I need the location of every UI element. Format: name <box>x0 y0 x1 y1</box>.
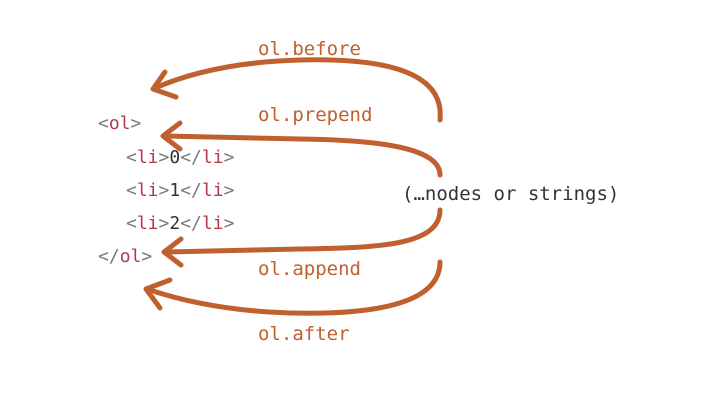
bracket: < <box>126 180 137 201</box>
arrow-after <box>147 259 443 316</box>
bracket: > <box>223 147 235 168</box>
label-after: ol.after <box>258 323 350 345</box>
ol-open-tag: <ol> <box>98 114 141 134</box>
bracket: > <box>158 180 170 201</box>
bracket: > <box>130 113 142 134</box>
tag-name: li <box>136 213 159 234</box>
bracket: < <box>98 113 109 134</box>
arrow-append-head <box>161 236 184 268</box>
arrow-prepend-head <box>160 120 183 152</box>
tag-name: li <box>201 147 224 168</box>
arrow-after-head <box>143 277 173 311</box>
tag-name: li <box>201 213 224 234</box>
tag-name: ol <box>119 246 142 267</box>
bracket: > <box>141 246 153 267</box>
ol-close-tag: </ol> <box>98 247 152 267</box>
tag-name: ol <box>108 113 131 134</box>
bracket: </ <box>180 147 202 168</box>
li-value: 0 <box>169 147 181 168</box>
bracket: > <box>158 213 170 234</box>
li-item-0: <li>0</li> <box>126 148 234 168</box>
li-item-2: <li>2</li> <box>126 214 234 234</box>
label-prepend: ol.prepend <box>258 104 373 126</box>
arrow-append <box>163 207 443 255</box>
arrow-prepend <box>162 133 443 178</box>
tag-name: li <box>136 147 159 168</box>
tag-name: li <box>201 180 224 201</box>
bracket: </ <box>98 246 120 267</box>
label-append: ol.append <box>258 258 361 280</box>
bracket: > <box>158 147 170 168</box>
li-item-1: <li>1</li> <box>126 181 234 201</box>
arrow-before-head <box>150 69 179 100</box>
label-before: ol.before <box>258 38 361 60</box>
li-value: 1 <box>169 180 181 201</box>
arrow-before <box>152 57 443 123</box>
tag-name: li <box>136 180 159 201</box>
bracket: < <box>126 213 137 234</box>
li-value: 2 <box>169 213 181 234</box>
bracket: > <box>223 213 235 234</box>
bracket: < <box>126 147 137 168</box>
bracket: > <box>223 180 235 201</box>
label-nodes-or-strings: (…nodes or strings) <box>402 183 620 205</box>
bracket: </ <box>180 180 202 201</box>
bracket: </ <box>180 213 202 234</box>
